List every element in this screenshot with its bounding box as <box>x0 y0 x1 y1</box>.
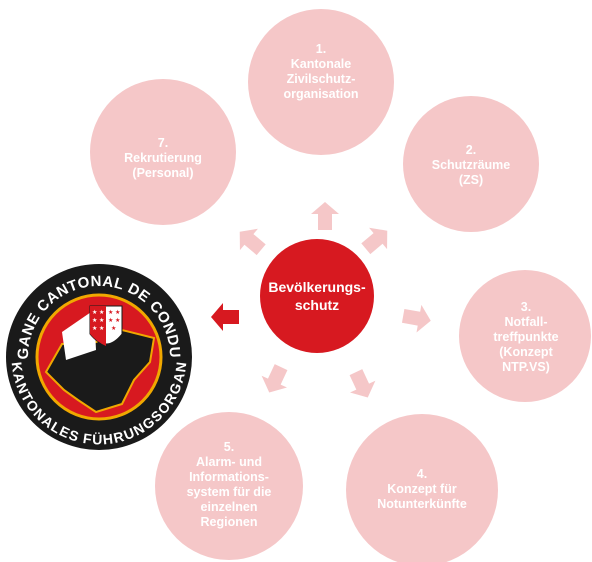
arrow-to-node-4 <box>349 369 376 398</box>
arrow-to-logo <box>211 303 239 331</box>
node-circle-5 <box>155 412 303 560</box>
svg-text:★: ★ <box>115 309 120 316</box>
svg-text:★: ★ <box>99 317 104 324</box>
svg-text:★: ★ <box>99 309 104 316</box>
node-label-5: 5. Alarm- und Informations- system für d… <box>186 440 272 529</box>
node-label-4: 4. Konzept für Notunterkünfte <box>377 467 467 511</box>
svg-text:★: ★ <box>108 309 113 316</box>
arrow-to-node-1 <box>311 202 339 230</box>
node-circle-2 <box>403 96 539 232</box>
svg-text:★: ★ <box>92 325 97 332</box>
svg-text:★: ★ <box>92 317 97 324</box>
svg-text:★: ★ <box>108 317 113 324</box>
arrow-to-node-3 <box>401 304 431 333</box>
svg-text:★: ★ <box>99 325 104 332</box>
node-circle-4 <box>346 414 498 562</box>
node-circle-7 <box>90 79 236 225</box>
node-label-7: 7. Rekrutierung (Personal) <box>124 136 202 180</box>
arrow-to-node-5 <box>261 364 288 393</box>
node-label-2: 2. Schutzräume (ZS) <box>431 143 511 187</box>
svg-text:★: ★ <box>115 317 120 324</box>
center-label: Bevölkerungs- schutz <box>268 279 366 313</box>
kantonales-fuehrungsorgan-logo: ★★ ★★ ★★ ★★ ★★ ★ ORGANE CANTONAL DE COND… <box>4 262 192 450</box>
arrow-to-node-2 <box>361 227 388 255</box>
node-label-3: 3. Notfall- treffpunkte (Konzept NTP.VS) <box>493 300 559 374</box>
node-label-1: 1. Kantonale Zivilschutz- organisation <box>283 42 359 101</box>
arrow-to-node-7 <box>239 228 266 256</box>
center-circle <box>260 239 374 353</box>
svg-text:★: ★ <box>92 309 97 316</box>
node-circle-3 <box>459 270 591 402</box>
svg-text:★: ★ <box>111 325 116 332</box>
node-circle-1 <box>248 9 394 155</box>
